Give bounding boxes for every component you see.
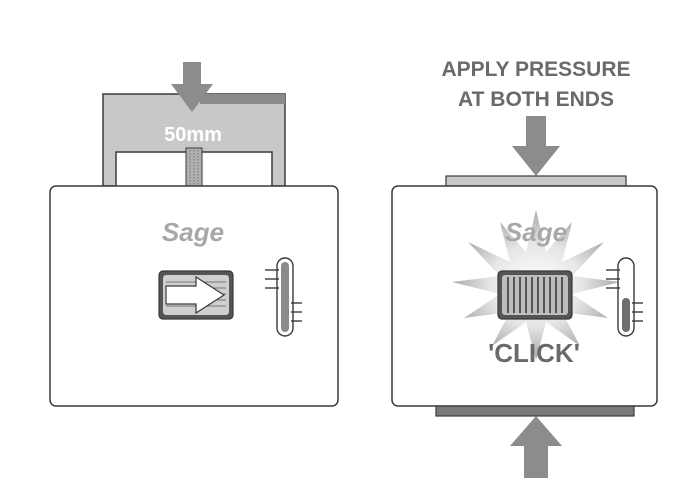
click-label: 'CLICK' xyxy=(488,338,580,368)
bottom-pressure-plate xyxy=(435,405,635,417)
right-brand-logo: Sage xyxy=(505,217,567,247)
width-gauge: 50mm xyxy=(102,93,286,189)
up-arrow-icon xyxy=(510,416,562,478)
width-label: 50mm xyxy=(164,124,222,146)
right-arrow-icon xyxy=(165,275,226,315)
left-level-indicator xyxy=(265,257,302,337)
instruction-line-2: AT BOTH ENDS xyxy=(458,88,614,111)
slider-window xyxy=(158,270,234,320)
down-arrow-icon xyxy=(512,116,560,176)
right-diagram: APPLY PRESSURE AT BOTH ENDS Sage xyxy=(391,58,658,478)
instruction-line-1: APPLY PRESSURE xyxy=(441,58,630,81)
down-arrow-icon xyxy=(171,62,213,112)
top-pressure-plate xyxy=(445,175,627,187)
left-diagram: 50mm Sage xyxy=(49,62,339,407)
slider-window-compressed xyxy=(497,270,573,320)
left-brand-logo: Sage xyxy=(162,217,224,247)
right-level-indicator xyxy=(606,257,643,337)
